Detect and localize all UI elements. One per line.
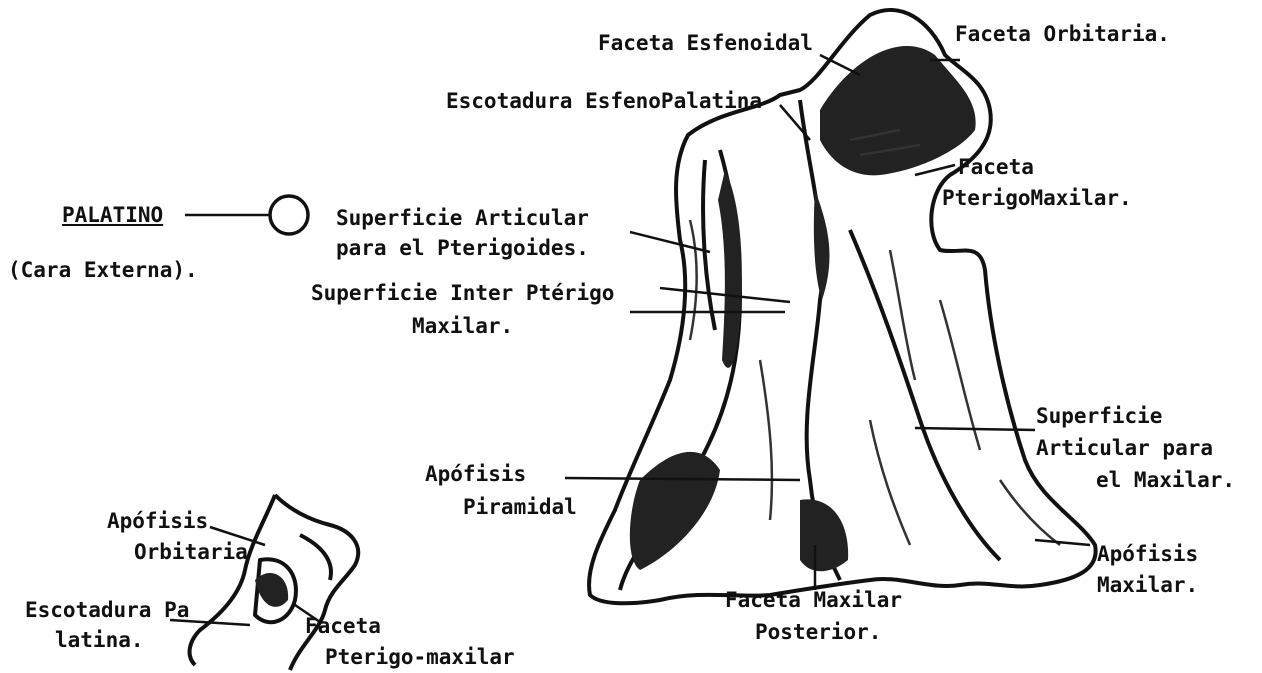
center-ridge-shade (814, 190, 830, 300)
label-faceta-orbitaria: Faceta Orbitaria. (955, 22, 1170, 46)
label-superficie-inter-pterigo-2: Maxilar. (412, 314, 513, 338)
label-escotadura-palatina-1: Escotadura Pa (25, 598, 189, 622)
label-apofisis-orbitaria-2: Orbitaria (134, 540, 248, 564)
label-apofisis-piramidal-2: Piramidal (463, 495, 577, 519)
label-faceta-maxilar-posterior-2: Posterior. (755, 620, 881, 644)
pyramidal-shade (630, 452, 720, 570)
label-apofisis-orbitaria-1: Apófisis (107, 509, 208, 533)
title-connector (185, 196, 308, 234)
label-superficie-articular-maxilar-2: Articular para (1036, 436, 1213, 460)
label-superficie-inter-pterigo-1: Superficie Inter Ptérigo (311, 281, 614, 305)
label-apofisis-maxilar-1: Apófisis (1097, 542, 1198, 566)
label-faceta-maxilar-posterior-1: Faceta Maxilar (725, 588, 902, 612)
label-faceta-pterigomaxilar-2: PterigoMaxilar. (942, 186, 1132, 210)
label-apofisis-piramidal-1: Apófisis (425, 462, 526, 486)
label-superficie-articular-pterigoides-1: Superficie Articular (336, 206, 589, 230)
circle-symbol-icon (270, 196, 308, 234)
label-superficie-articular-maxilar-3: el Maxilar. (1096, 468, 1235, 492)
small-bone-shade (255, 573, 288, 607)
label-escotadura-palatina-2: latina. (55, 628, 144, 652)
bone-ridge-right (850, 230, 1000, 560)
label-superficie-articular-maxilar-1: Superficie (1036, 404, 1162, 428)
bone-view-subtitle: (Cara Externa). (8, 258, 198, 282)
label-faceta-pterigo-maxilar-small-2: Pterigo-maxilar (325, 645, 515, 669)
label-apofisis-maxilar-2: Maxilar. (1097, 573, 1198, 597)
bone-inner-left (703, 160, 715, 330)
bone-name-title: PALATINO (62, 203, 163, 227)
label-faceta-pterigomaxilar-1: Faceta (958, 155, 1034, 179)
label-superficie-articular-pterigoides-2: para el Pterigoides. (336, 236, 589, 260)
maxillary-posterior-shade (800, 499, 848, 571)
label-faceta-pterigo-maxilar-small-1: Faceta (305, 614, 381, 638)
label-faceta-esfenoidal: Faceta Esfenoidal (598, 31, 813, 55)
label-escotadura-esfenopalatina: Escotadura EsfenoPalatina (446, 89, 762, 113)
